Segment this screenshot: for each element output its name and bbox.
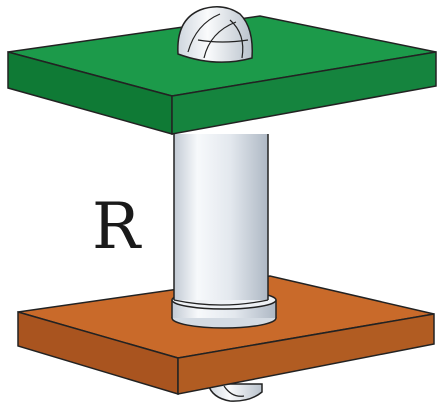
pin-bottom-tip <box>207 383 263 402</box>
label-r: R <box>92 190 142 264</box>
label-r-text: R <box>92 190 142 264</box>
pin-head <box>177 6 253 63</box>
bottom-plate-side <box>177 313 435 395</box>
pin-shaft <box>173 134 269 306</box>
top-plate-side <box>171 51 437 135</box>
